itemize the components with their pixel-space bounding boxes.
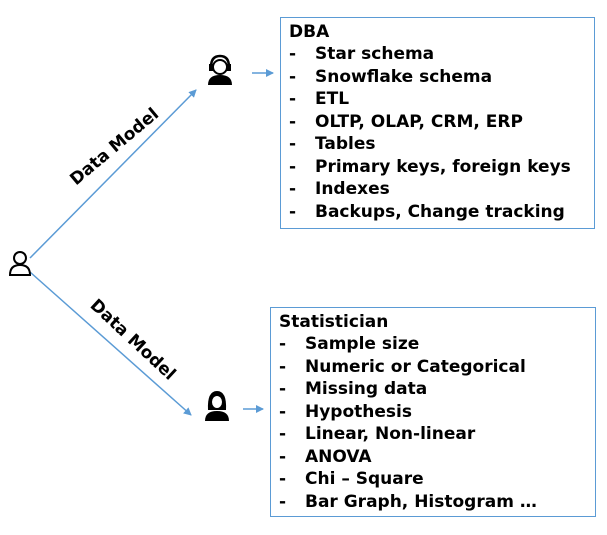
list-item-text: ETL	[315, 89, 350, 109]
list-item: -OLTP, OLAP, CRM, ERP	[289, 111, 594, 134]
bullet-dash: -	[279, 401, 287, 422]
person-headset-icon	[208, 54, 232, 85]
list-item-text: Bar Graph, Histogram …	[305, 491, 537, 512]
list-item-text: Hypothesis	[305, 401, 412, 422]
connector-to-statistician	[29, 271, 192, 416]
bullet-dash: -	[289, 89, 297, 109]
bullet-dash: -	[289, 201, 297, 222]
list-item: -Sample size	[279, 333, 595, 356]
list-item-text: Snowflake schema	[315, 66, 493, 87]
bullet-dash: -	[289, 111, 297, 132]
list-item: -Linear, Non-linear	[279, 423, 595, 446]
bullet-dash: -	[279, 469, 287, 489]
list-item-text: Chi – Square	[305, 469, 424, 489]
dba-title: DBA	[289, 22, 330, 42]
bullet-dash: -	[279, 379, 287, 399]
list-item-text: Backups, Change tracking	[315, 201, 565, 222]
list-item-text: Numeric or Categorical	[305, 356, 526, 377]
list-item-text: Primary keys, foreign keys	[315, 156, 571, 177]
list-item: -Backups, Change tracking	[289, 201, 594, 224]
bullet-dash: -	[279, 446, 287, 467]
list-item-text: Indexes	[315, 179, 390, 199]
bullet-dash: -	[289, 66, 297, 87]
list-item: -ETL	[289, 88, 594, 111]
list-item: -Hypothesis	[279, 401, 595, 424]
person-outline-icon	[8, 251, 32, 276]
list-item: -Numeric or Categorical	[279, 356, 595, 379]
bullet-dash: -	[279, 356, 287, 377]
person-long-hair-icon	[205, 391, 229, 421]
list-item-text: Star schema	[315, 44, 435, 64]
list-item: -Snowflake schema	[289, 66, 594, 89]
list-item-text: OLTP, OLAP, CRM, ERP	[315, 111, 523, 132]
bullet-dash: -	[279, 491, 287, 512]
bullet-dash: -	[279, 424, 287, 444]
list-item: -Indexes	[289, 178, 594, 201]
list-item-text: ANOVA	[305, 446, 372, 467]
bullet-dash: -	[289, 134, 297, 154]
bullet-dash: -	[289, 44, 297, 64]
list-item: -Missing data	[279, 378, 595, 401]
dba-box: DBA -Star schema -Snowflake schema -ETL …	[280, 17, 595, 229]
statistician-box: Statistician -Sample size -Numeric or Ca…	[270, 307, 596, 517]
list-item-text: Sample size	[305, 334, 420, 354]
statistician-list: -Sample size -Numeric or Categorical -Mi…	[279, 333, 595, 513]
connector-to-dba	[29, 89, 197, 259]
dba-list: -Star schema -Snowflake schema -ETL -OLT…	[289, 43, 594, 223]
list-item-text: Linear, Non-linear	[305, 424, 476, 444]
list-item: -Tables	[289, 133, 594, 156]
list-item: -Chi – Square	[279, 468, 595, 491]
bullet-dash: -	[289, 156, 297, 177]
bullet-dash: -	[279, 334, 287, 354]
list-item: -Bar Graph, Histogram …	[279, 491, 595, 514]
list-item-text: Missing data	[305, 379, 428, 399]
list-item: -ANOVA	[279, 446, 595, 469]
statistician-title: Statistician	[279, 312, 389, 332]
list-item: -Primary keys, foreign keys	[289, 156, 594, 179]
list-item: -Star schema	[289, 43, 594, 66]
list-item-text: Tables	[315, 134, 376, 154]
bullet-dash: -	[289, 179, 297, 199]
